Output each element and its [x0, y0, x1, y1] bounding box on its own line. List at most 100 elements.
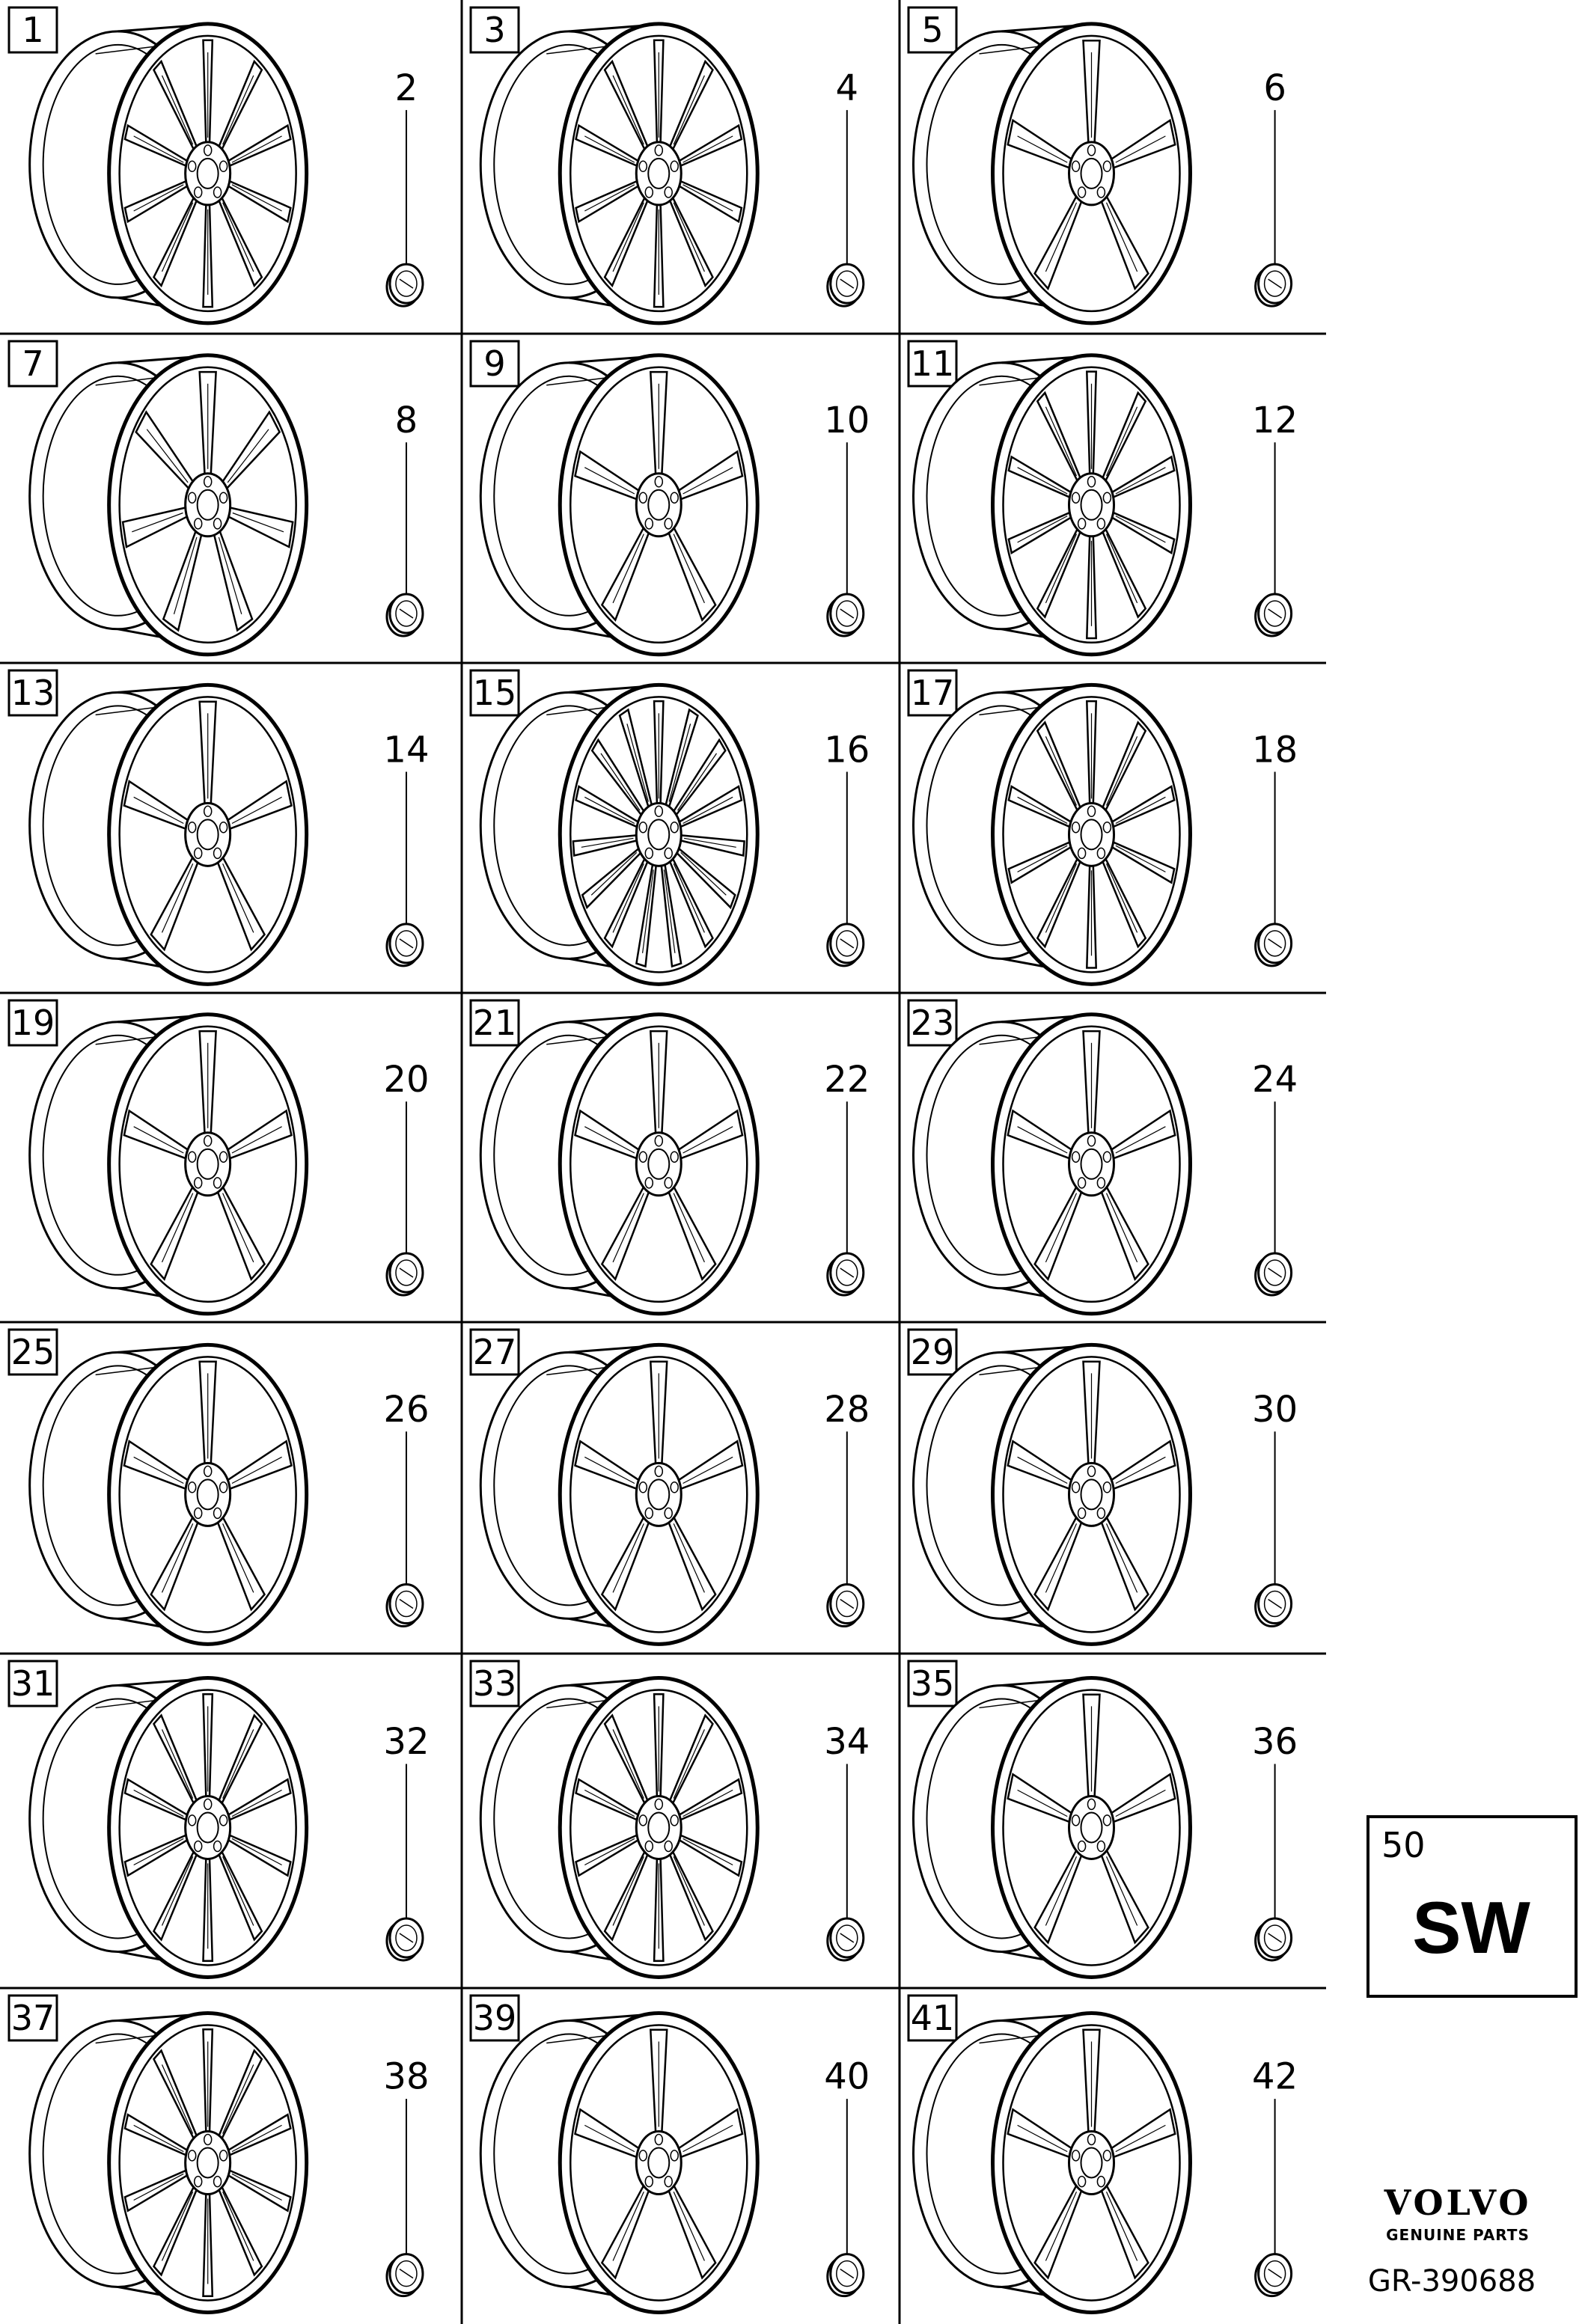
- center-cap-mark: [399, 1933, 414, 1943]
- lug-hole: [193, 2175, 203, 2188]
- spoke-ridge: [1105, 1193, 1138, 1263]
- rim-front-inner: [118, 1025, 297, 1303]
- rim-front-inner: [1002, 34, 1181, 313]
- spoke-ridge: [584, 796, 635, 825]
- spoke-ridge: [1115, 796, 1166, 825]
- cell-index-number: 33: [473, 1663, 517, 1704]
- spoke-ridge: [1017, 135, 1068, 163]
- center-cap-logo: [395, 930, 418, 957]
- lug-hole: [1077, 518, 1087, 530]
- lug-hole: [1096, 1840, 1106, 1853]
- lug-hole: [193, 518, 203, 530]
- spoke-ridge: [673, 75, 705, 145]
- spoke-ridge: [1045, 406, 1078, 477]
- center-cap-mark: [840, 1268, 855, 1278]
- cell-index-box: [7, 999, 58, 1047]
- lug-hole: [213, 1840, 222, 1853]
- center-cap-mark: [1268, 278, 1283, 289]
- lug-hole: [187, 821, 197, 834]
- rim-front-inner: [118, 34, 297, 313]
- spoke-ridge: [584, 1838, 635, 1866]
- cell-index-box: [907, 1994, 958, 2042]
- spoke-ridge: [677, 753, 717, 811]
- spoke-ridge: [1115, 467, 1166, 495]
- wheel-cell: 12: [7, 6, 424, 325]
- center-cap-logo: [395, 1924, 418, 1951]
- spoke-ridge: [682, 796, 733, 825]
- cap-callout-number: 34: [824, 1721, 870, 1763]
- lug-hole: [203, 2133, 213, 2146]
- rim-front-inner: [1002, 1356, 1181, 1633]
- volvo-logo: VOLVO GENUINE PARTS: [1384, 2183, 1532, 2244]
- wheel-cell: 910: [469, 340, 870, 657]
- lug-hole: [213, 186, 222, 198]
- spoke-ridge: [133, 2124, 184, 2153]
- cell-index-box: [907, 669, 958, 717]
- spoke-ridge: [161, 1523, 194, 1593]
- spoke-ridge: [161, 2064, 194, 2134]
- lug-hole: [1071, 821, 1081, 834]
- lug-hole: [1096, 186, 1106, 198]
- center-cap-mark: [399, 2269, 414, 2279]
- cell-index-box: [469, 1328, 520, 1376]
- cap-callout-number: 26: [383, 1389, 429, 1431]
- spoke-ridge: [1105, 202, 1138, 272]
- spoke-ridge: [133, 1789, 184, 1817]
- lug-hole: [187, 1151, 197, 1163]
- spoke-ridge: [1045, 202, 1078, 272]
- spoke-ridge: [1115, 1456, 1166, 1484]
- rim-front-inner: [569, 2024, 748, 2302]
- spoke-ridge: [222, 1729, 254, 1799]
- cell-index-number: 13: [11, 673, 55, 713]
- spoke-ridge: [161, 75, 194, 145]
- cap-callout-number: 14: [383, 729, 429, 771]
- spoke-ridge: [612, 1193, 644, 1263]
- spoke-ridge: [133, 135, 184, 163]
- wheel-cell: 33 34: [469, 1660, 870, 1979]
- spoke-ridge: [1017, 796, 1068, 825]
- lug-hole: [1077, 1840, 1087, 1853]
- lug-hole: [638, 492, 648, 504]
- cell-index-box: [7, 1328, 58, 1376]
- lug-hole: [670, 1481, 679, 1493]
- cell-index-box: [7, 6, 58, 54]
- spoke-ridge: [668, 724, 691, 802]
- lug-hole: [203, 476, 213, 488]
- cell-index-box: [469, 340, 520, 388]
- lug-hole: [638, 160, 648, 173]
- spoke-ridge: [161, 1729, 194, 1799]
- lug-hole: [219, 1151, 228, 1163]
- lug-hole: [1071, 1814, 1081, 1826]
- lug-hole: [638, 2150, 648, 2162]
- spoke-ridge: [1017, 467, 1068, 495]
- cell-index-number: 19: [11, 1003, 55, 1043]
- spoke-ridge: [231, 2124, 282, 2153]
- lug-hole: [203, 1798, 213, 1811]
- spoke-ridge: [231, 1126, 282, 1154]
- spoke-ridge: [1105, 1856, 1138, 1926]
- center-cap-mark: [840, 1598, 855, 1609]
- cell-index-box: [907, 1328, 958, 1376]
- spoke-ridge: [232, 512, 284, 533]
- spoke-ridge: [133, 1456, 184, 1484]
- lug-hole: [670, 821, 679, 834]
- cell-index-number: 3: [483, 10, 505, 50]
- spoke-ridge: [132, 512, 183, 533]
- lug-hole: [644, 1840, 654, 1853]
- cap-callout-number: 24: [1252, 1059, 1298, 1101]
- lug-hole: [664, 2175, 673, 2188]
- rim-front-inner: [569, 1025, 748, 1303]
- lug-hole: [638, 1151, 648, 1163]
- lug-hole: [664, 518, 673, 530]
- brand-name: VOLVO: [1384, 2183, 1532, 2223]
- grid-lines: [0, 0, 1326, 2324]
- center-cap-logo: [395, 1259, 418, 1286]
- center-cap-mark: [1268, 608, 1283, 619]
- cap-callout-number: 10: [824, 400, 870, 441]
- center-cap-logo: [836, 930, 858, 957]
- spoke-ridge: [584, 467, 635, 495]
- cell-index-box: [469, 999, 520, 1047]
